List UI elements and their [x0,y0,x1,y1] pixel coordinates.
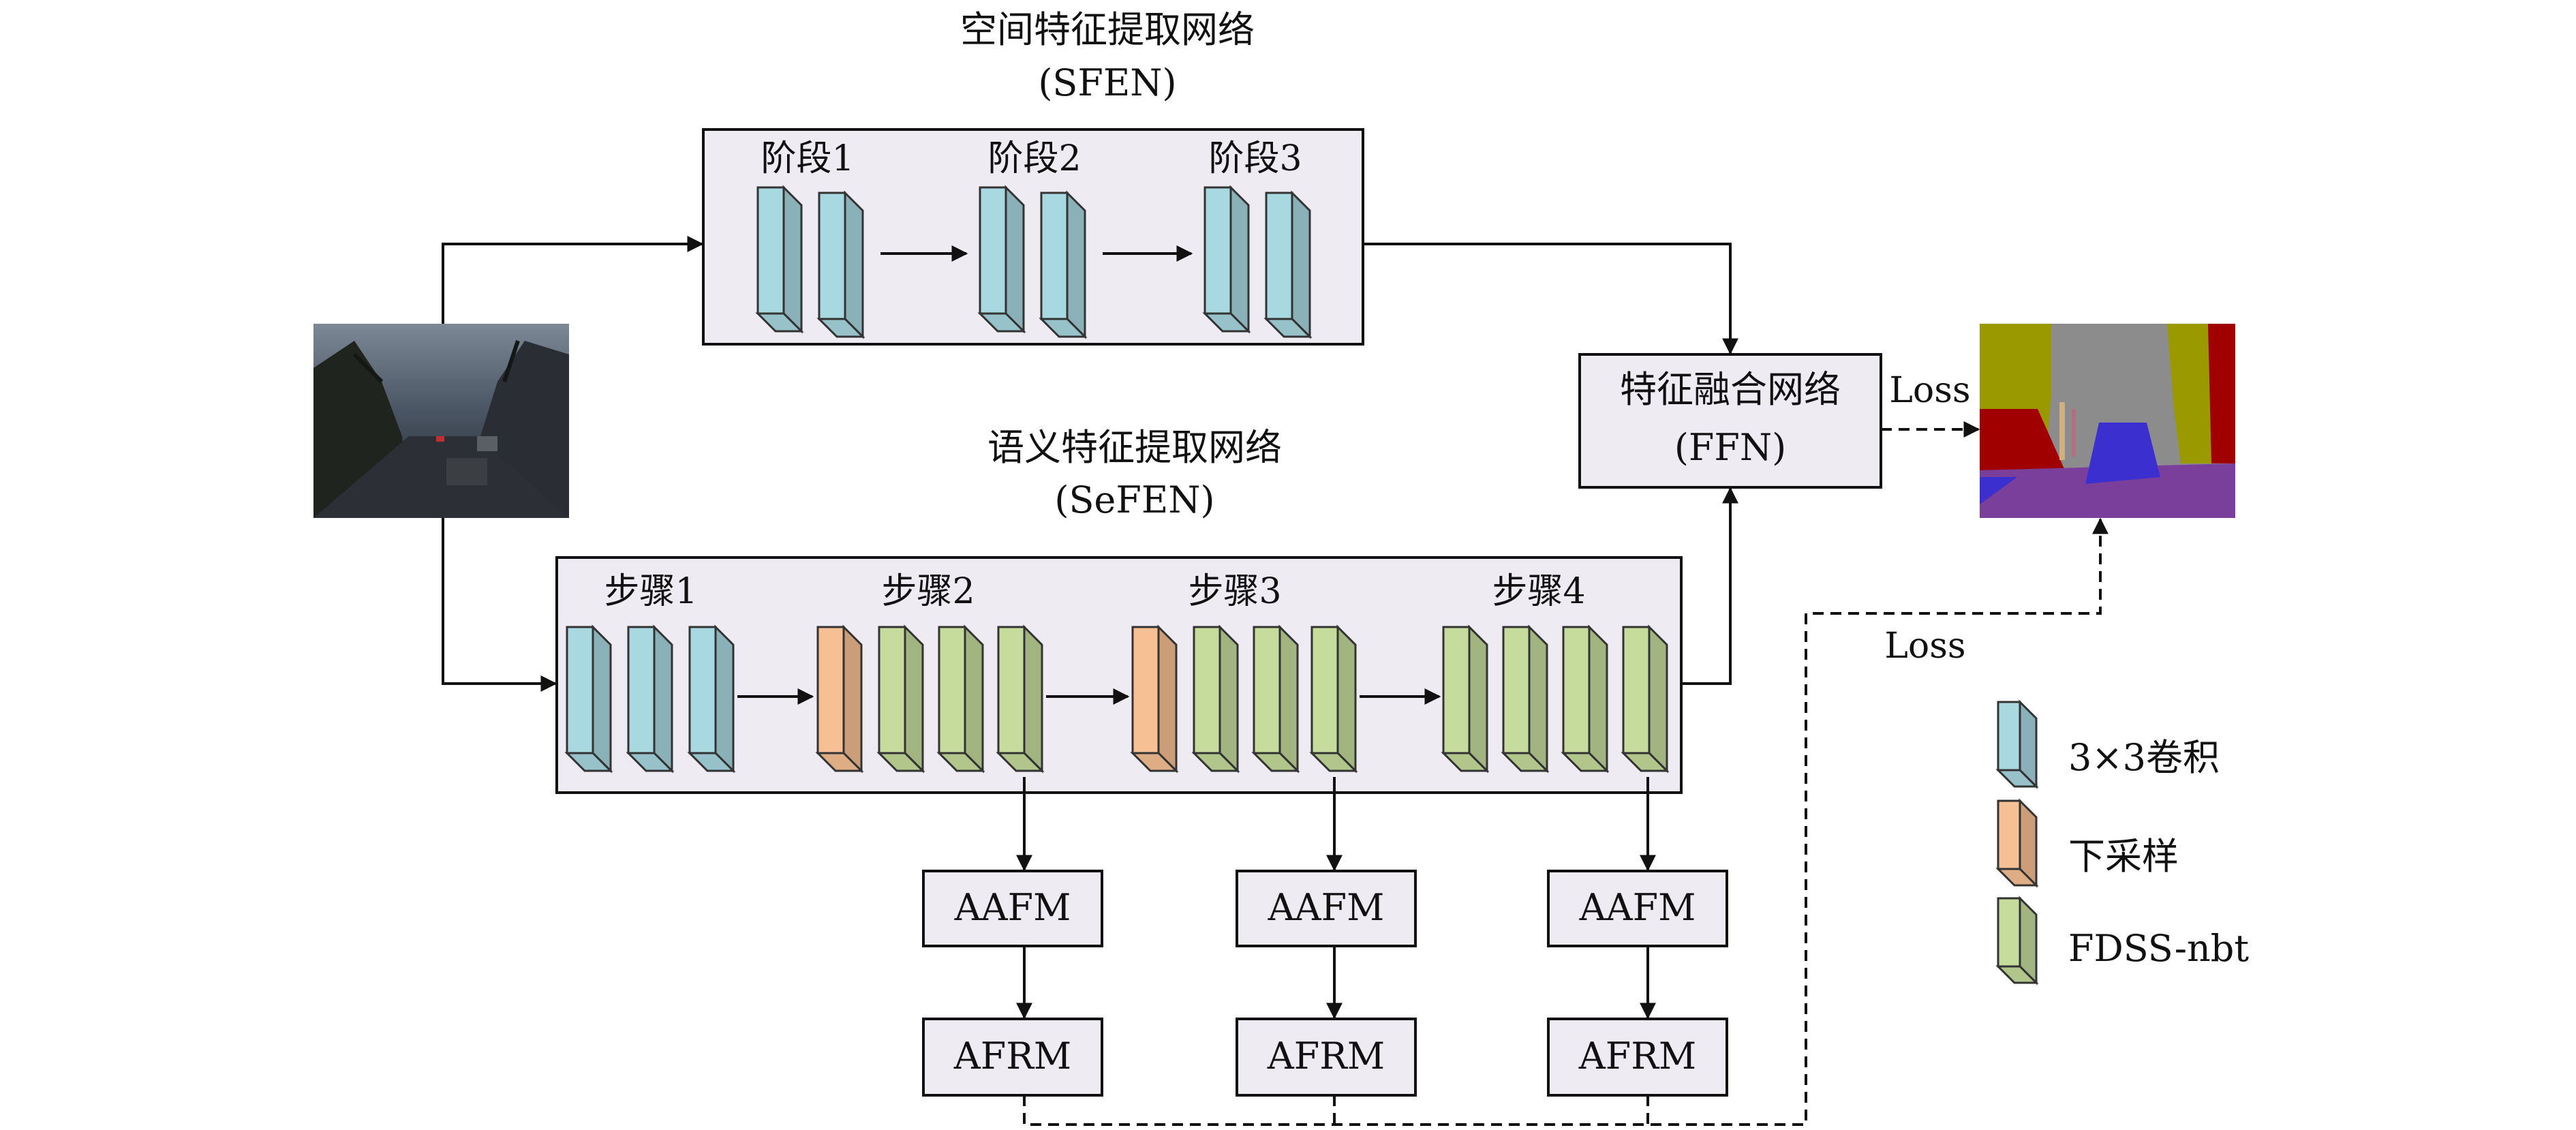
legend-label-conv: 3×3卷积 [2068,736,2220,779]
aafm-box-2 [1236,870,1417,947]
aafm-label-2: AAFM [1268,886,1385,929]
sefen-step3-block-1 [1130,624,1179,774]
aafm-label-3: AAFM [1579,886,1696,929]
legend-swatch-conv [1995,699,2039,789]
loss-label-bottom: Loss [1884,626,1965,667]
sefen-step1-block-3 [687,624,736,774]
sefen-step2-block-2 [876,624,925,774]
legend-label-downsample: 下采样 [2068,835,2179,878]
sefen-step2-block-4 [996,624,1045,774]
aafm-box-1 [922,870,1103,947]
input-image [313,324,569,518]
afrm-box-3 [1547,1018,1728,1097]
sefen-step3-block-3 [1251,624,1300,774]
sfen-block-3-b [1263,190,1313,339]
arrow-sefen-to-ffn [1681,487,1738,685]
arrow-sfen-to-ffn [1363,243,1738,355]
aafm-label-1: AAFM [954,886,1071,929]
sefen-step4-block-1 [1441,624,1490,774]
sefen-step3-block-4 [1309,624,1358,774]
sefen-blocks [564,624,1670,774]
sfen-stage-label-3: 阶段3 [1208,138,1302,179]
sefen-step1-block-1 [564,624,613,774]
legend-swatch-downsample [1995,798,2039,888]
afrm-box-1 [922,1018,1103,1097]
afrm-label-1: AFRM [953,1035,1071,1078]
ffn-box [1578,353,1882,489]
sfen-abbr: (SFEN) [1038,61,1176,104]
arrow-input-to-sefen [442,518,557,692]
dashed-loss-path [1023,517,2109,1126]
sfen-blocks [755,185,1313,339]
ffn-title: 特征融合网络 [1620,368,1841,411]
sefen-step-label-4: 步骤4 [1492,571,1585,612]
sefen-step4-block-2 [1501,624,1550,774]
sefen-step4-block-3 [1561,624,1610,774]
afrm-label-3: AFRM [1578,1035,1696,1078]
legend-label-fdss: FDSS-nbt [2068,927,2249,970]
sfen-stage-label-1: 阶段1 [761,138,854,179]
sefen-step-label-2: 步骤2 [881,571,975,612]
sfen-block-3-a [1202,185,1251,334]
arrow-input-to-sfen [442,236,704,324]
sfen-block-2-a [977,185,1026,334]
afrm-label-2: AFRM [1267,1035,1385,1078]
segmentation-output [1980,324,2235,518]
sefen-step4-block-4 [1621,624,1670,774]
sefen-title: 语义特征提取网络 [987,426,1282,469]
sefen-frame [555,556,1683,794]
sfen-title: 空间特征提取网络 [960,8,1255,51]
sfen-frame [702,128,1364,346]
legend-swatch-fdss [1995,896,2039,986]
sefen-step3-block-2 [1191,624,1240,774]
sefen-step-label-1: 步骤1 [604,571,697,612]
sfen-stage-label-2: 阶段2 [987,138,1081,179]
sefen-step2-block-3 [936,624,985,774]
sefen-step1-block-2 [626,624,675,774]
ffn-abbr: (FFN) [1674,426,1786,469]
sfen-block-1-a [755,185,804,334]
sefen-abbr: (SeFEN) [1054,478,1214,521]
loss-label-top: Loss [1889,370,1970,411]
sefen-step-label-3: 步骤3 [1188,571,1281,612]
sfen-block-2-b [1039,190,1088,339]
legend [1995,699,2039,986]
sfen-block-1-b [816,190,865,339]
afrm-box-2 [1236,1018,1417,1097]
sefen-step2-block-1 [815,624,864,774]
aafm-box-3 [1547,870,1728,947]
